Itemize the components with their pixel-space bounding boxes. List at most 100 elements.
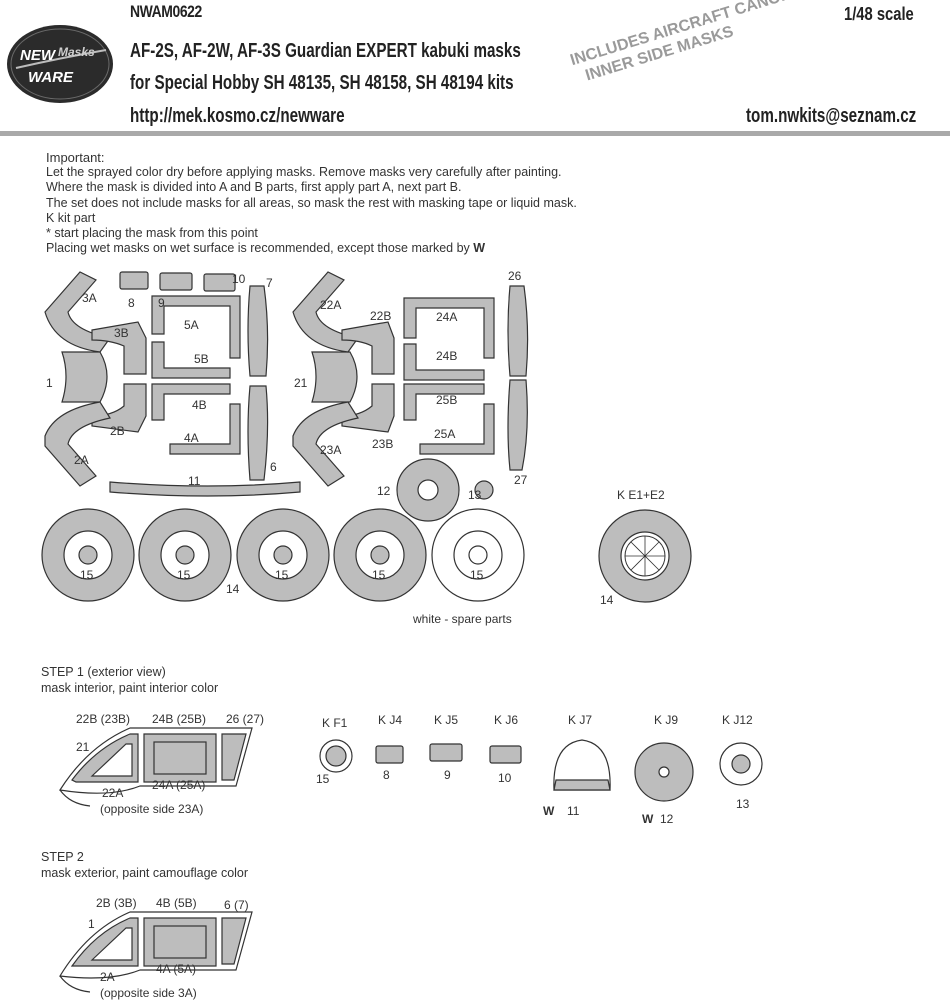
label-27: 27	[514, 473, 528, 487]
mask-11	[109, 481, 301, 497]
step2-label-2b: 2B (3B)	[96, 896, 137, 910]
label-12: 12	[377, 484, 391, 498]
mask-15-b	[138, 508, 232, 602]
step2-label-6: 6 (7)	[224, 898, 249, 912]
step1-label-26: 26 (27)	[226, 712, 265, 726]
instruction-line: Let the sprayed color dry before applyin…	[46, 165, 562, 180]
label-3a: 3A	[82, 291, 97, 305]
logo-masks: Masks	[58, 45, 95, 59]
instruction-line: Placing wet masks on wet surface is reco…	[46, 241, 577, 256]
label-15: 15	[177, 568, 191, 582]
step1-num-10: 10	[498, 771, 512, 785]
label-6: 6	[270, 460, 277, 474]
mask-15-c	[236, 508, 330, 602]
step1-label-24a: 24A (25A)	[152, 778, 206, 792]
spare-parts-note: white - spare parts	[413, 612, 512, 626]
instruction-line: * start placing the mask from this point	[46, 226, 258, 241]
instruction-line: Where the mask is divided into A and B p…	[46, 180, 462, 195]
mask-8	[119, 271, 149, 290]
label-4b: 4B	[192, 398, 207, 412]
label-23b: 23B	[372, 437, 394, 451]
mask-15-a	[41, 508, 135, 602]
mask-2a	[44, 401, 111, 487]
title-line-1: AF-2S, AF-2W, AF-3S Guardian EXPERT kabu…	[130, 40, 521, 62]
label-10: 10	[232, 272, 246, 286]
mask-10	[203, 273, 236, 292]
label-7: 7	[266, 276, 273, 290]
website-link[interactable]: http://mek.kosmo.cz/newware	[130, 105, 345, 127]
step1-kj7: K J7	[568, 713, 593, 727]
label-14: 14	[226, 582, 240, 596]
label-15: 15	[80, 568, 94, 582]
label-14-wheel: 14	[600, 593, 614, 607]
step1-opposite-note: (opposite side 23A)	[100, 802, 204, 816]
mask-26	[507, 285, 529, 377]
mask-4a	[169, 403, 241, 455]
step2-subtitle: mask exterior, paint camouflage color	[41, 866, 249, 880]
step1-subtitle: mask interior, paint interior color	[41, 681, 219, 695]
mask-9	[159, 272, 193, 291]
label-9: 9	[158, 296, 165, 310]
step1-mask-12	[634, 742, 694, 802]
label-22b: 22B	[370, 309, 392, 323]
label-15: 15	[275, 568, 289, 582]
step1-mask-8	[375, 745, 404, 764]
step2-title: STEP 2	[41, 850, 84, 864]
step1-label-22a: 22A	[102, 786, 124, 800]
label-22a: 22A	[320, 298, 342, 312]
step2-opposite-note: (opposite side 3A)	[100, 986, 197, 1000]
step2-diagram	[59, 911, 253, 993]
mask-12	[396, 458, 460, 522]
label-8: 8	[128, 296, 135, 310]
instruction-line: K kit part	[46, 210, 96, 225]
instructions-heading: Important:	[46, 150, 105, 165]
label-15: 15	[470, 568, 484, 582]
step1-mask-9	[429, 743, 463, 762]
step1-num-9: 9	[444, 768, 451, 782]
label-13: 13	[468, 488, 482, 502]
label-4a: 4A	[184, 431, 199, 445]
mask-25b	[403, 383, 485, 421]
header-divider	[0, 131, 950, 136]
step1-mask-11	[553, 739, 611, 791]
label-1: 1	[46, 376, 53, 390]
label-23a: 23A	[320, 443, 342, 457]
mask-13	[474, 480, 494, 500]
email-link[interactable]: tom.nwkits@seznam.cz	[746, 105, 917, 127]
step1-kj5: K J5	[434, 713, 459, 727]
step2-label-4b: 4B (5B)	[156, 896, 197, 910]
wet-symbol: W	[473, 241, 485, 256]
step1-num-15: 15	[316, 772, 330, 786]
mask-25a	[419, 403, 495, 455]
step1-num-8: 8	[383, 768, 390, 782]
step1-kj6: K J6	[494, 713, 519, 727]
product-code: NWAM0622	[130, 2, 202, 21]
step2-heading: STEP 2 mask exterior, paint camouflage c…	[41, 849, 248, 881]
mask-15-spare	[431, 508, 525, 602]
step1-mask-10	[489, 745, 522, 764]
step1-kj12: K J12	[722, 713, 753, 727]
step1-num-11: 11	[567, 804, 580, 818]
mask-6	[247, 385, 269, 481]
step1-heading: STEP 1 (exterior view) mask interior, pa…	[41, 664, 218, 696]
step1-num-13: 13	[736, 797, 750, 811]
wet-symbol: W	[543, 804, 554, 818]
label-11: 11	[188, 474, 201, 488]
newware-logo: NEW Masks WARE	[7, 25, 113, 103]
logo-ware: WARE	[28, 69, 74, 86]
mask-14-wheel	[598, 509, 692, 603]
step2-label-1: 1	[88, 917, 95, 931]
step2-label-2a: 2A	[100, 970, 115, 984]
label-15: 15	[372, 568, 386, 582]
label-ke1e2: K E1+E2	[617, 488, 665, 502]
mask-24a	[403, 297, 495, 359]
mask-4b	[151, 383, 231, 421]
step1-label-24b: 24B (25B)	[152, 712, 207, 726]
title-line-2: for Special Hobby SH 48135, SH 48158, SH…	[130, 72, 514, 94]
mask-5b	[151, 341, 231, 379]
step1-kj4: K J4	[378, 713, 403, 727]
mask-3b	[91, 321, 147, 375]
step1-kf1: K F1	[322, 716, 348, 730]
label-24b: 24B	[436, 349, 458, 363]
